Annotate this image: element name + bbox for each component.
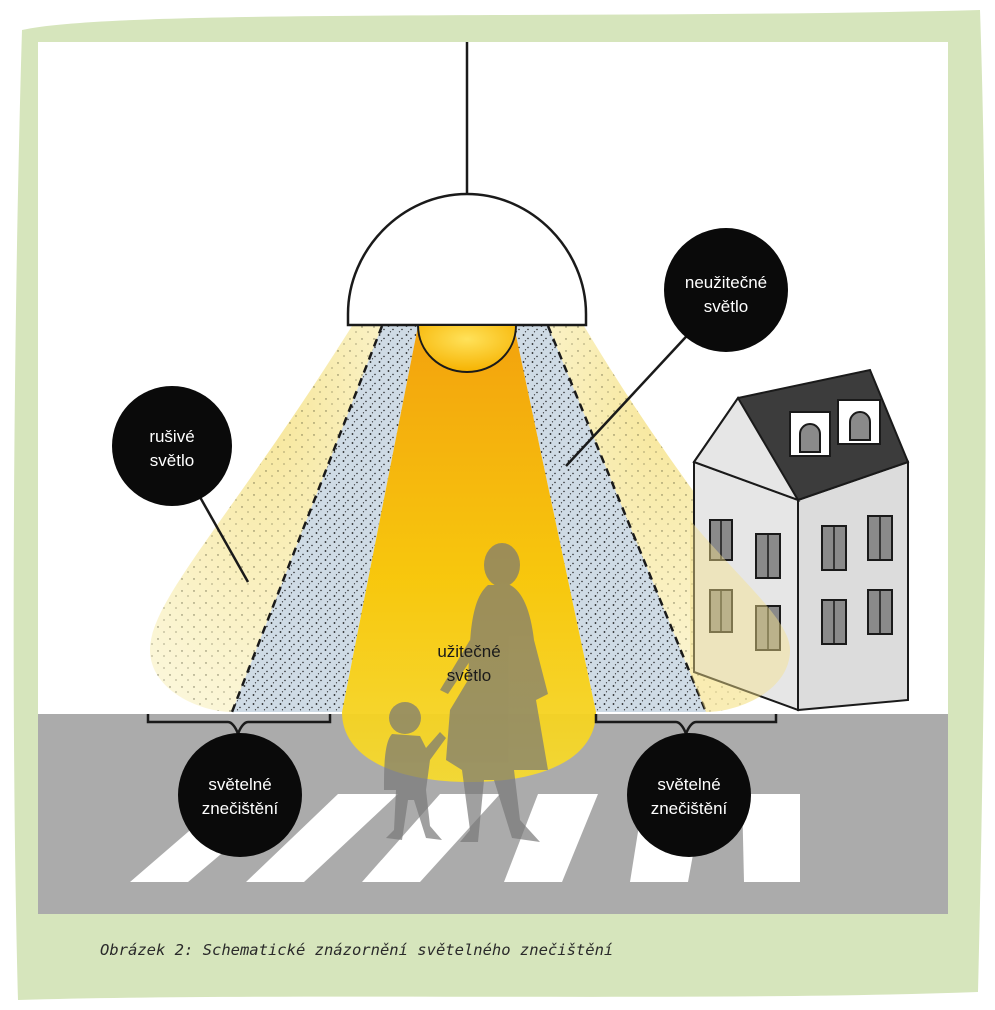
label-useful-light: užitečné světlo — [437, 642, 500, 685]
street-lamp-icon — [346, 42, 588, 374]
label-text-line1: užitečné — [437, 642, 500, 661]
label-pointers — [194, 325, 697, 583]
label-useless-light: neužitečné světlo — [664, 228, 788, 352]
label-disturbing-light: rušivé světlo — [112, 386, 232, 506]
label-text-line2: světlo — [447, 666, 491, 685]
label-text-line1: světelné — [208, 775, 271, 794]
label-text-line1: světelné — [657, 775, 720, 794]
label-text-line2: světlo — [150, 451, 194, 470]
woman-silhouette-icon — [440, 543, 548, 842]
label-text-line1: neužitečné — [685, 273, 767, 292]
label-text-line2: světlo — [704, 297, 748, 316]
child-silhouette-icon — [384, 702, 446, 840]
house-icon — [692, 368, 910, 712]
label-text-line2: znečištění — [202, 799, 279, 818]
label-text-line2: znečištění — [651, 799, 728, 818]
label-text-line1: rušivé — [149, 427, 194, 446]
disturbing-light-left-dots — [150, 326, 382, 712]
label-pollution-right: světelné znečištění — [627, 733, 751, 857]
figure-caption: Obrázek 2: Schematické znázornění světel… — [100, 941, 613, 959]
label-pollution-left: světelné znečištění — [178, 733, 302, 857]
